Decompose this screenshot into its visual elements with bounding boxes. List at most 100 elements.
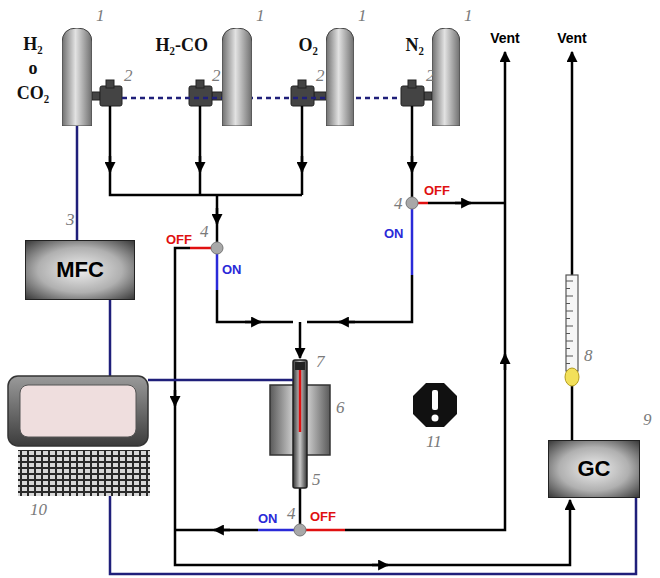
valve-off-label: OFF <box>424 183 450 198</box>
three-way-valve <box>406 197 418 209</box>
gas-line <box>299 488 302 524</box>
bubble-flowmeter <box>566 275 578 371</box>
instrument-box: GC <box>548 440 640 498</box>
regulator <box>298 80 306 88</box>
signal-dashed-line <box>122 98 401 99</box>
flow-arrow <box>411 156 414 172</box>
gas-name: O₂ <box>299 36 318 56</box>
callout-number: 2 <box>212 66 221 85</box>
flowmeter-tick <box>566 363 570 364</box>
flowmeter-scale <box>566 281 573 364</box>
regulator <box>401 86 424 106</box>
flow-arrow <box>199 156 202 172</box>
cylinder-body <box>62 28 92 126</box>
instrument-name: MFC <box>56 257 104 283</box>
three-way-valve <box>294 524 306 536</box>
gas-line <box>307 275 412 322</box>
regulator <box>424 92 432 100</box>
valve-off-label: OFF <box>166 232 192 247</box>
gas-name: H₂-CO <box>156 36 208 56</box>
signal-wire <box>148 379 293 382</box>
cylinder-body <box>432 28 460 126</box>
thermocouple <box>295 362 305 370</box>
label-holder: 8 <box>584 346 593 366</box>
regulator <box>196 80 204 88</box>
flowmeter-tick <box>566 341 573 342</box>
label-holder: 9 <box>643 410 652 430</box>
gas-line <box>345 52 505 530</box>
label-holder: 4 <box>200 222 209 242</box>
cylinder-outline <box>432 28 460 126</box>
reactor-tube <box>293 360 307 488</box>
gas-cylinder: H₂ o CO₂ <box>62 28 92 126</box>
label-holder: 1 <box>96 6 105 26</box>
label-holder: ON <box>384 226 404 241</box>
instrument-box: MFC <box>25 240 135 300</box>
gas-name: H₂ o CO₂ <box>17 32 49 105</box>
cylinder-label-holder: H₂ o CO₂ <box>10 32 56 105</box>
valve-on-line <box>216 254 219 290</box>
bubble-flowmeter <box>565 275 579 386</box>
label-holder: 5 <box>312 470 321 490</box>
valve-on-label: ON <box>222 262 242 277</box>
callout-number: 1 <box>256 6 265 25</box>
label-holder: 1 <box>358 6 367 26</box>
warning-sign <box>413 383 457 427</box>
flow-arrow <box>216 208 219 224</box>
flow-arrow <box>214 529 230 532</box>
flowmeter-tick <box>566 333 570 334</box>
thermocouple <box>299 370 302 432</box>
callout-number: 1 <box>464 6 473 25</box>
gas-line <box>216 195 219 242</box>
callout-number: 4 <box>394 194 403 213</box>
gas-line <box>299 322 302 358</box>
gas-line <box>428 202 505 205</box>
flowmeter-tick <box>566 311 573 312</box>
label-holder: ON <box>258 511 278 526</box>
callout-number: 3 <box>66 210 75 229</box>
warning-sign <box>432 390 438 410</box>
label-holder: Vent <box>490 30 520 46</box>
computer <box>18 450 150 496</box>
callout-number: 9 <box>643 410 652 429</box>
regulator <box>92 80 432 106</box>
flow-arrow <box>109 156 112 172</box>
gas-line <box>571 386 574 440</box>
regulator <box>189 86 212 106</box>
callout-number: 1 <box>96 6 105 25</box>
gas-line <box>571 52 574 275</box>
instrument-name: GC <box>578 456 611 482</box>
gas-cylinder: H₂-CO <box>222 28 252 126</box>
label-holder: 2 <box>316 66 325 86</box>
valve-off-label: OFF <box>310 509 336 524</box>
signal-connector <box>76 126 79 240</box>
flow-arrow <box>339 321 355 324</box>
warning-sign <box>413 383 457 427</box>
signal-wire <box>109 300 112 376</box>
gas-line <box>199 106 202 195</box>
computer <box>8 376 150 496</box>
label-holder: 2 <box>212 66 221 86</box>
flow-arrow <box>504 354 507 370</box>
three-way-valve <box>211 197 418 536</box>
cylinder-label-holder: H₂-CO <box>156 36 208 56</box>
gas-line <box>411 106 414 197</box>
flowmeter-tick <box>566 318 570 319</box>
gas-cylinder: N₂ <box>432 28 460 126</box>
flow-arrow <box>372 564 388 567</box>
label-holder: 2 <box>124 66 133 86</box>
valve-off-line <box>190 203 428 530</box>
cylinder-label-holder: N₂ <box>406 36 424 56</box>
label-holder: 3 <box>66 210 75 230</box>
label-holder: OFF <box>310 509 336 524</box>
gas-line <box>301 106 304 195</box>
flow-arrow <box>110 156 505 565</box>
callout-number: 8 <box>584 346 593 365</box>
callout-number: 2 <box>124 66 133 85</box>
warning-sign <box>432 415 439 422</box>
callout-number: 10 <box>30 500 47 519</box>
flowmeter-tick <box>566 303 570 304</box>
valve-on-label: ON <box>384 226 404 241</box>
computer <box>18 450 150 496</box>
